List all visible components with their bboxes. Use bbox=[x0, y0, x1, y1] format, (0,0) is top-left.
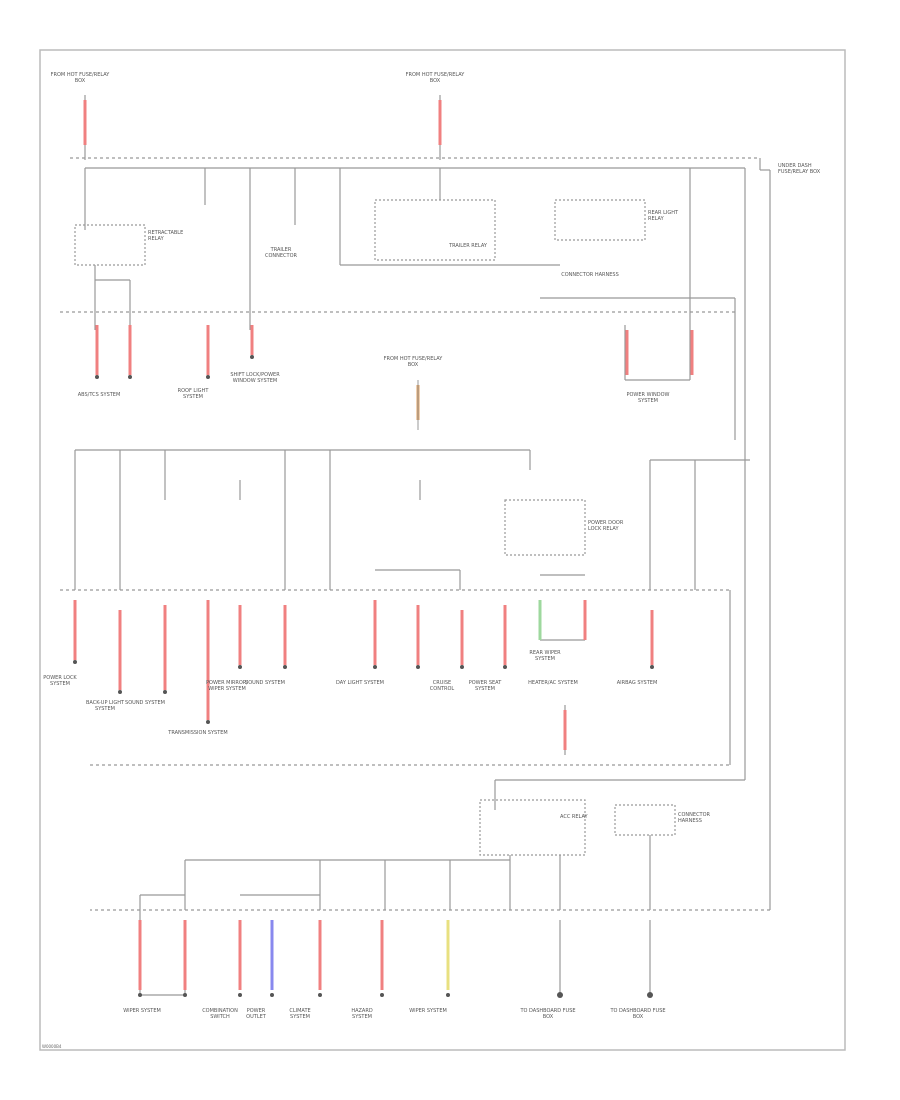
bot-out-b5: HAZARD SYSTEM bbox=[351, 1008, 373, 1020]
mid-out-m5: POWER MIRROR/ WIPER SYSTEM bbox=[206, 680, 248, 692]
bottom-section bbox=[90, 170, 771, 996]
diagram-code: W0000B4 bbox=[42, 1044, 62, 1049]
bottom-wire-ends bbox=[138, 992, 653, 998]
right-bus-label: UNDER DASH FUSE/RELAY BOX bbox=[778, 163, 821, 175]
source-label-center: FROM HOT FUSE/RELAY BOX bbox=[405, 72, 465, 84]
top-out-o3: SHIFT LOCK/POWER WINDOW SYSTEM bbox=[230, 372, 280, 384]
mid-out-m7: DAY LIGHT SYSTEM bbox=[336, 680, 384, 686]
diagram-frame bbox=[39, 49, 846, 1051]
top-section bbox=[60, 95, 770, 460]
top-out-o1: ABS/TCS SYSTEM bbox=[77, 392, 121, 398]
bot-out-b4: CLIMATE SYSTEM bbox=[289, 1008, 311, 1020]
bot-out-b2: COMBINATION SWITCH bbox=[202, 1008, 238, 1020]
mid-out-m3: SOUND SYSTEM bbox=[125, 700, 165, 706]
mid-out-m4: TRANSMISSION SYSTEM bbox=[168, 730, 228, 736]
mid-out-m11: REAR WIPER SYSTEM bbox=[529, 650, 561, 662]
relay-r8: CONNECTOR HARNESS bbox=[678, 812, 711, 824]
bot-out-b6: WIPER SYSTEM bbox=[409, 1008, 447, 1014]
mid-out-m6: SOUND SYSTEM bbox=[245, 680, 285, 686]
relay-r5: CONNECTOR HARNESS bbox=[561, 272, 619, 278]
relay-r3: TRAILER RELAY bbox=[449, 243, 487, 249]
bot-out-b8: TO DASHBOARD FUSE BOX bbox=[610, 1008, 666, 1020]
top-red-wires bbox=[83, 100, 694, 375]
relay-r6: POWER DOOR LOCK RELAY bbox=[588, 520, 624, 532]
mid-out-m8: CRUISE CONTROL bbox=[429, 680, 455, 692]
middle-red-wires bbox=[73, 600, 654, 750]
top-out-o4: POWER WINDOW SYSTEM bbox=[626, 392, 670, 404]
relay-r7: ACC RELAY bbox=[560, 814, 588, 820]
mid-out-m10: HEATER/AC SYSTEM bbox=[528, 680, 578, 686]
top-out-o2: ROOF LIGHT SYSTEM bbox=[177, 388, 209, 400]
bot-out-b3: POWER OUTLET bbox=[246, 1008, 266, 1020]
relay-r2: TRAILER CONNECTOR bbox=[264, 247, 298, 259]
bot-out-b7: TO DASHBOARD FUSE BOX bbox=[520, 1008, 576, 1020]
middle-wire-ends bbox=[73, 660, 654, 724]
bot-out-b1: WIPER SYSTEM bbox=[123, 1008, 161, 1014]
bottom-wires bbox=[138, 920, 450, 990]
mid-out-m9: POWER SEAT SYSTEM bbox=[468, 680, 502, 692]
mid-out-m1: POWER LOCK SYSTEM bbox=[43, 675, 77, 687]
relay-r4: REAR LIGHT RELAY bbox=[648, 210, 679, 222]
source-label-left: FROM HOT FUSE/RELAY BOX bbox=[50, 72, 110, 84]
mid-out-m2: BACK-UP LIGHT SYSTEM bbox=[85, 700, 125, 712]
source-label-middle: FROM HOT FUSE/RELAY BOX bbox=[383, 356, 443, 368]
relay-r1: RETRACTABLE RELAY bbox=[148, 230, 184, 242]
mid-out-m12: AIRBAG SYSTEM bbox=[616, 680, 658, 686]
top-wire-ends bbox=[95, 355, 254, 379]
